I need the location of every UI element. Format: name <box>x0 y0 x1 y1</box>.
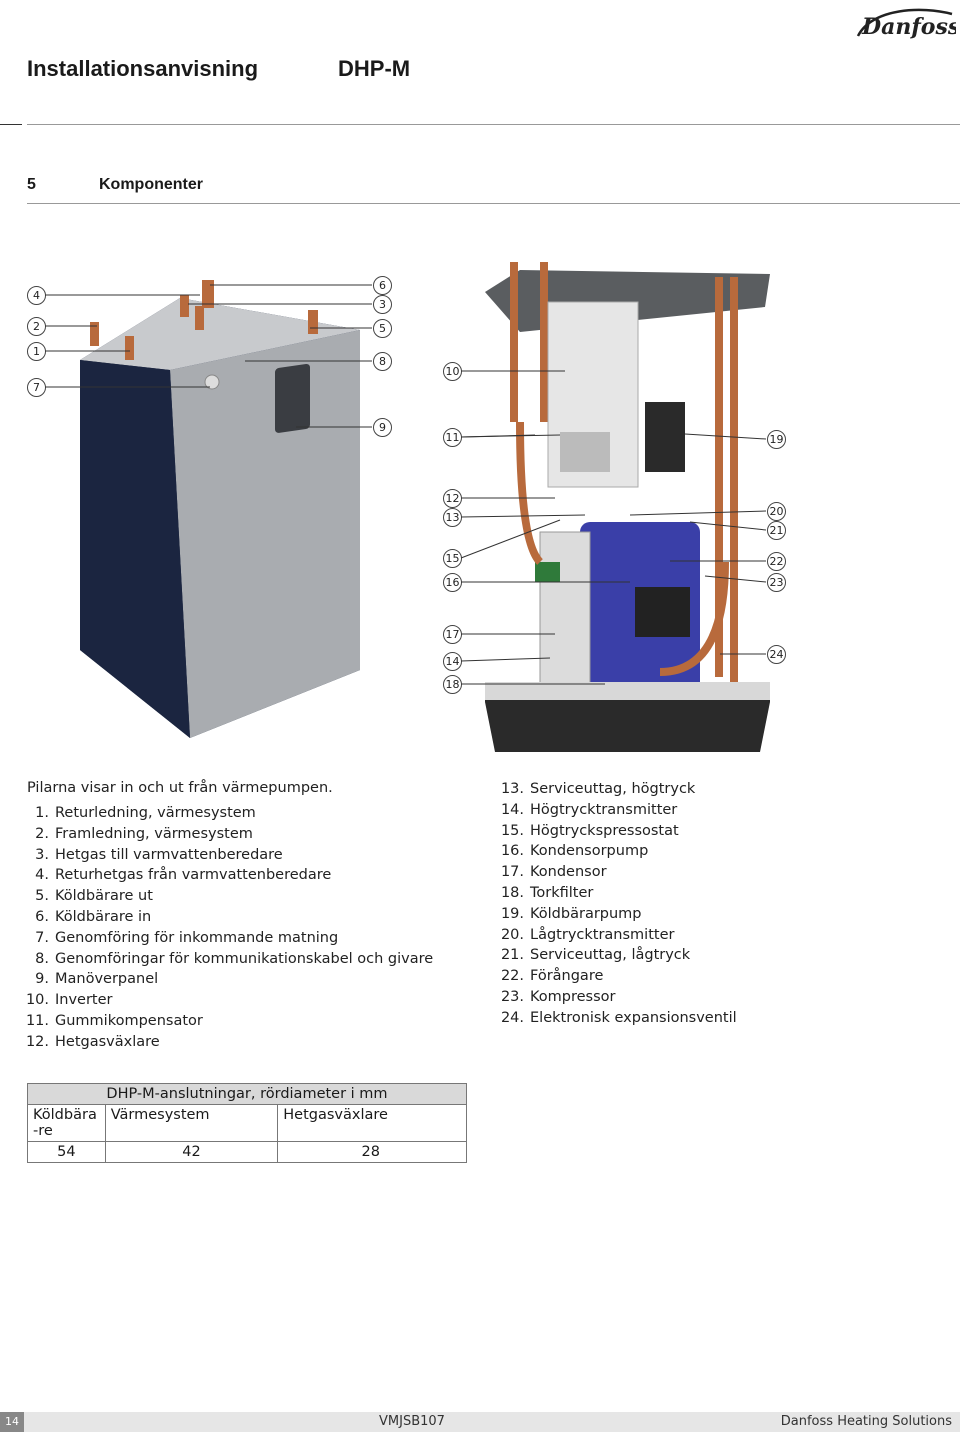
callout-15: 15 <box>443 549 462 568</box>
callout-8: 8 <box>373 352 392 371</box>
table-header: Värmesystem <box>104 1104 279 1142</box>
callout-23: 23 <box>767 573 786 592</box>
page-number: 14 <box>0 1412 24 1432</box>
heat-pump-interior-illustration <box>480 262 775 752</box>
table-cell: 28 <box>277 1141 467 1163</box>
leader-lines-left <box>45 284 372 428</box>
list-item: 4.Returhetgas från varmvattenberedare <box>35 867 332 884</box>
list-item: 7.Genomföring för inkommande matning <box>35 929 339 946</box>
list-item: 8.Genomföringar för kommunikationskabel … <box>35 950 434 967</box>
list-item: 1.Returledning, värmesystem <box>35 805 256 821</box>
list-item: 6.Köldbärare in <box>35 908 152 925</box>
section-number: 5 <box>27 176 36 193</box>
list-item: 14.Högtrycktransmitter <box>500 801 678 818</box>
list-item: 12.Hetgasväxlare <box>25 1033 160 1050</box>
intro-text: Pilarna visar in och ut från värmepumpen… <box>27 780 333 796</box>
company-name: Danfoss Heating Solutions <box>780 1414 952 1429</box>
footer-bar <box>0 1412 960 1432</box>
callout-9: 9 <box>373 418 392 437</box>
callout-21: 21 <box>767 521 786 540</box>
callout-24: 24 <box>767 645 786 664</box>
callout-19: 19 <box>767 430 786 449</box>
list-item: 21.Serviceuttag, lågtryck <box>500 947 691 964</box>
list-item: 2.Framledning, värmesystem <box>35 825 253 842</box>
list-item: 20.Lågtrycktransmitter <box>500 926 675 943</box>
section-rule <box>27 203 960 204</box>
callout-6: 6 <box>373 276 392 295</box>
table-header: Köldbära-re <box>27 1104 106 1142</box>
list-item: 11.Gummikompensator <box>25 1012 203 1029</box>
callout-16: 16 <box>443 573 462 592</box>
list-item: 17.Kondensor <box>500 864 607 881</box>
list-item: 13.Serviceuttag, högtryck <box>500 781 696 797</box>
callout-12: 12 <box>443 489 462 508</box>
danfoss-logo: Danfoss <box>852 4 960 42</box>
list-item: 22.Förångare <box>500 968 604 985</box>
table-cell: 54 <box>27 1141 106 1163</box>
doc-title: Installationsanvisning <box>27 56 259 81</box>
callout-22: 22 <box>767 552 786 571</box>
component-list-left: 1.Returledning, värmesystem 2.Framlednin… <box>15 803 433 1053</box>
list-item: 9.Manöverpanel <box>35 971 159 988</box>
list-item: 5.Köldbärare ut <box>35 888 153 905</box>
section-title: Komponenter <box>99 176 203 193</box>
list-item: 15.Högtryckspressostat <box>500 822 679 839</box>
callout-20: 20 <box>767 502 786 521</box>
callout-17: 17 <box>443 625 462 644</box>
table-caption: DHP-M-anslutningar, rördiameter i mm <box>27 1083 467 1105</box>
list-item: 23.Kompressor <box>500 988 616 1005</box>
callout-10: 10 <box>443 362 462 381</box>
doc-code: VMJSB107 <box>379 1414 445 1429</box>
list-item: 19.Köldbärarpump <box>500 905 642 922</box>
header-rule-main <box>27 124 960 125</box>
table-cell: 42 <box>104 1141 279 1163</box>
list-item: 16.Kondensorpump <box>500 843 649 860</box>
leader-lines-right <box>460 370 767 685</box>
callout-13: 13 <box>443 508 462 527</box>
connections-table: DHP-M-anslutningar, rördiameter i mm Köl… <box>27 1083 467 1163</box>
table-header: Hetgasväxlare <box>277 1104 467 1142</box>
component-list-right: 13.Serviceuttag, högtryck 14.Högtrycktra… <box>490 779 737 1029</box>
heat-pump-cabinet-illustration <box>50 270 370 750</box>
logo-text: Danfoss <box>861 14 956 40</box>
callout-14: 14 <box>443 652 462 671</box>
callout-11: 11 <box>443 428 462 447</box>
callout-5: 5 <box>373 319 392 338</box>
list-item: 3.Hetgas till varmvattenberedare <box>35 846 283 863</box>
list-item: 24.Elektronisk expansionsventil <box>500 1009 737 1026</box>
callout-3: 3 <box>373 295 392 314</box>
list-item: 18.Torkfilter <box>500 884 594 901</box>
product-name: DHP-M <box>338 56 411 81</box>
header-rule <box>0 124 22 125</box>
list-item: 10.Inverter <box>25 992 113 1009</box>
